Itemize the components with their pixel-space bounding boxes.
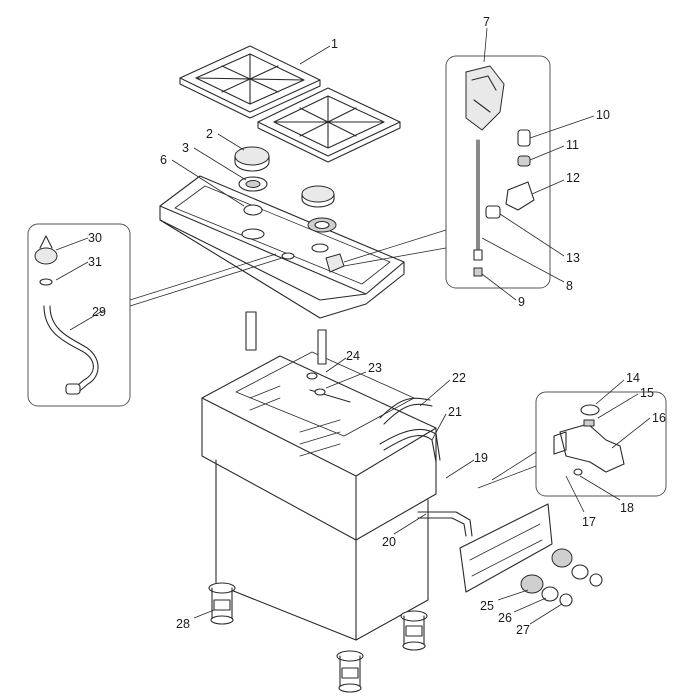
- callout-29: 29: [92, 305, 106, 319]
- callout-15: 15: [640, 386, 654, 400]
- callout-25: 25: [480, 599, 494, 613]
- burner-base-right: [281, 217, 345, 273]
- pilot-burners: [245, 311, 327, 396]
- callout-6: 6: [160, 153, 167, 167]
- callout-7: 7: [483, 15, 490, 29]
- callout-10: 10: [596, 108, 610, 122]
- callout-14: 14: [626, 371, 640, 385]
- callout-leaders: [55, 27, 651, 625]
- thermocouple-assembly: [465, 65, 505, 277]
- callout-9: 9: [518, 295, 525, 309]
- cabinet-body: [201, 351, 437, 641]
- callout-22: 22: [452, 371, 466, 385]
- burner-base-left: [238, 176, 268, 240]
- callout-28: 28: [176, 617, 190, 631]
- callout-24: 24: [346, 349, 360, 363]
- leg-front-right: [336, 650, 364, 693]
- callout-12: 12: [566, 171, 580, 185]
- callout-30: 30: [88, 231, 102, 245]
- callout-8: 8: [566, 279, 573, 293]
- callout-17: 17: [582, 515, 596, 529]
- callout-19: 19: [474, 451, 488, 465]
- control-panel: [459, 503, 603, 607]
- leg-rear-right: [400, 610, 428, 651]
- callout-20: 20: [382, 535, 396, 549]
- callout-3: 3: [182, 141, 189, 155]
- burner-grate-left: [179, 45, 321, 119]
- burner-cap-right: [301, 185, 335, 208]
- callout-labels: 1 2 3 6 7 8 9 10 11 12 13 14 15 16 17 18…: [88, 15, 666, 637]
- burner-grate-right: [257, 87, 401, 163]
- callout-1: 1: [331, 37, 338, 51]
- leg-front-left: [208, 582, 236, 625]
- burner-cap-left: [234, 146, 270, 172]
- cooktop-tray: [159, 175, 405, 319]
- callout-13: 13: [566, 251, 580, 265]
- callout-27: 27: [516, 623, 530, 637]
- callout-18: 18: [620, 501, 634, 515]
- callout-2: 2: [206, 127, 213, 141]
- detail-box-hose: [27, 223, 131, 407]
- valve-fittings: [485, 129, 535, 219]
- callout-21: 21: [448, 405, 462, 419]
- callout-16: 16: [652, 411, 666, 425]
- callout-23: 23: [368, 361, 382, 375]
- callout-31: 31: [88, 255, 102, 269]
- hose-fitting: [34, 235, 99, 395]
- callout-11: 11: [566, 138, 579, 152]
- callout-26: 26: [498, 611, 512, 625]
- gas-valve: [553, 404, 625, 476]
